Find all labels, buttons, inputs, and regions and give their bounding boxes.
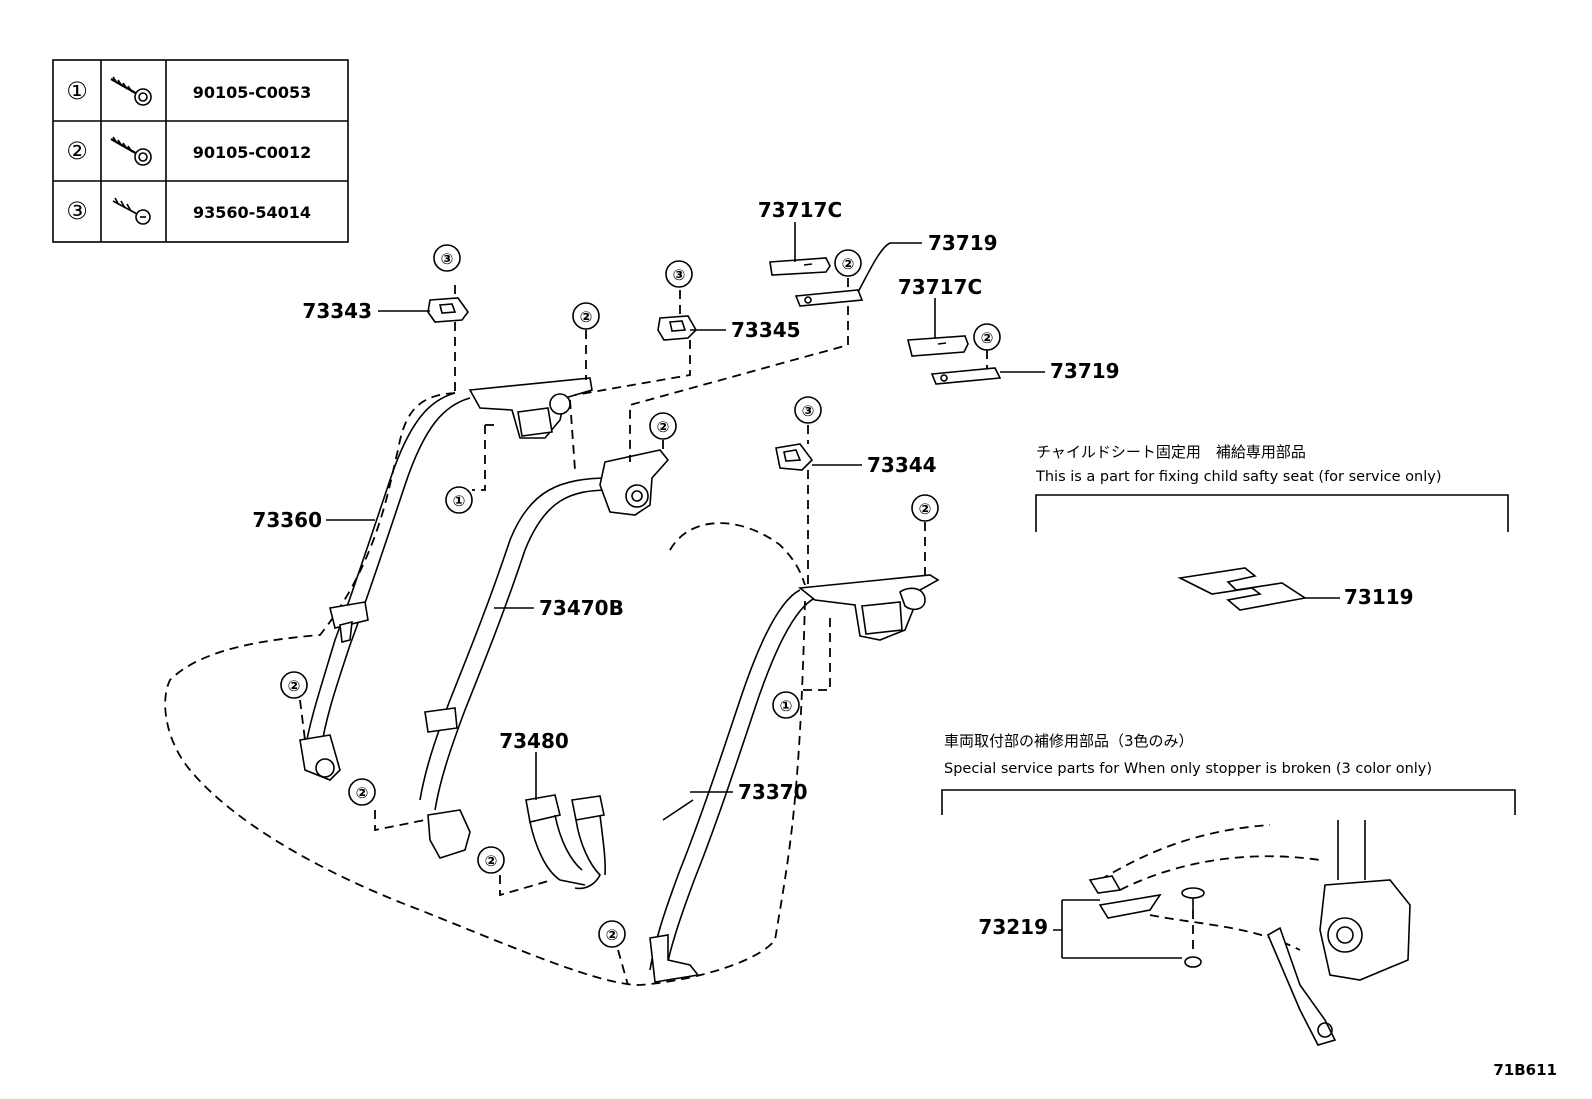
callout-1: ① [445,486,473,514]
stopper-note: 車両取付部の補修用部品（3色のみ） Special service parts … [941,732,1516,1046]
svg-text:③: ③ [673,266,686,284]
svg-text:②: ② [606,926,619,944]
svg-text:②: ② [485,852,498,870]
callout-2: ② [477,846,505,874]
fastener-table: ① 90105-C0053 ② 90105-C0012 ③ [52,59,349,243]
callout-markers: ③ ③ ③ ② ② ② ② ② ② ② ② ② ① ① [280,244,1001,948]
callout-2: ② [973,323,1001,351]
callout-2: ② [572,302,600,330]
part-label-73345: 73345 [731,318,801,342]
part-label-73717c: 73717C [898,275,982,299]
part-label-73119: 73119 [1344,585,1414,609]
callout-2: ② [280,671,308,699]
svg-text:②: ② [981,329,994,347]
svg-text:②: ② [580,308,593,326]
callout-1: ① [772,691,800,719]
seat-belt-73370 [649,574,940,983]
buckle-73480 [525,794,606,890]
stopper-note-jp: 車両取付部の補修用部品（3色のみ） [944,732,1194,750]
cover-73343 [427,297,469,323]
child-seat-note-en: This is a part for fixing child safty se… [1035,469,1442,485]
figure-id: 71B611 [1493,1061,1557,1079]
child-seat-note-jp: チャイルドシート固定用 補給専用部品 [1036,443,1306,461]
svg-text:②: ② [919,500,932,518]
part-label-73470b: 73470B [539,596,624,620]
fastener-part-number: 93560-54014 [193,203,311,222]
part-label-73719: 73719 [928,231,998,255]
svg-text:②: ② [288,677,301,695]
callout-2: ② [911,494,939,522]
fastener-part-number: 90105-C0053 [193,83,312,102]
callout-3: ③ [433,244,461,272]
child-seat-note: チャイルドシート固定用 補給専用部品 This is a part for fi… [1035,443,1509,611]
fastener-row: ① 90105-C0053 [66,76,312,106]
screw-icon [112,197,151,225]
fastener-ref: ③ [66,197,88,225]
cap-73717c [769,257,831,276]
svg-text:②: ② [842,255,855,273]
stopper-assembly-illustration [1053,820,1411,1046]
part-label-73344: 73344 [867,453,937,477]
fastener-ref: ② [66,137,88,165]
callout-2: ② [834,249,862,277]
cover-73344 [775,443,814,471]
part-label-73343: 73343 [302,299,372,323]
seat-belt-73470b [419,449,670,859]
bracket-73719 [930,367,1002,385]
part-labels: 73343 73345 73717C 73719 73717C 73719 73… [252,198,1413,939]
fastener-part-number: 90105-C0012 [193,143,312,162]
bolt-icon [110,136,152,166]
svg-text:①: ① [453,492,466,510]
svg-text:①: ① [780,697,793,715]
callout-3: ③ [794,396,822,424]
fastener-ref: ① [66,77,88,105]
svg-text:②: ② [356,784,369,802]
part-label-73480: 73480 [499,729,569,753]
stopper-note-en: Special service parts for When only stop… [944,761,1432,777]
part-label-73360: 73360 [252,508,322,532]
part-label-73370: 73370 [738,780,808,804]
seat-belt-73360 [299,377,593,781]
svg-text:③: ③ [441,250,454,268]
svg-text:②: ② [657,418,670,436]
callout-3: ③ [665,260,693,288]
cap-73717c [906,335,969,357]
cover-73345 [657,315,697,341]
seat-outline [164,392,806,986]
bolt-icon [110,76,152,106]
part-label-73219: 73219 [978,915,1048,939]
fastener-row: ③ 93560-54014 [66,197,311,225]
bracket-73719 [794,289,864,307]
callout-2: ② [348,778,376,806]
part-label-73717c: 73717C [758,198,842,222]
fastener-row: ② 90105-C0012 [66,136,312,166]
anchor-plate-73119 [1177,567,1308,611]
part-label-73719: 73719 [1050,359,1120,383]
dashed-leaders [299,278,988,986]
callout-2: ② [598,920,626,948]
svg-text:③: ③ [802,402,815,420]
callout-2: ② [649,412,677,440]
